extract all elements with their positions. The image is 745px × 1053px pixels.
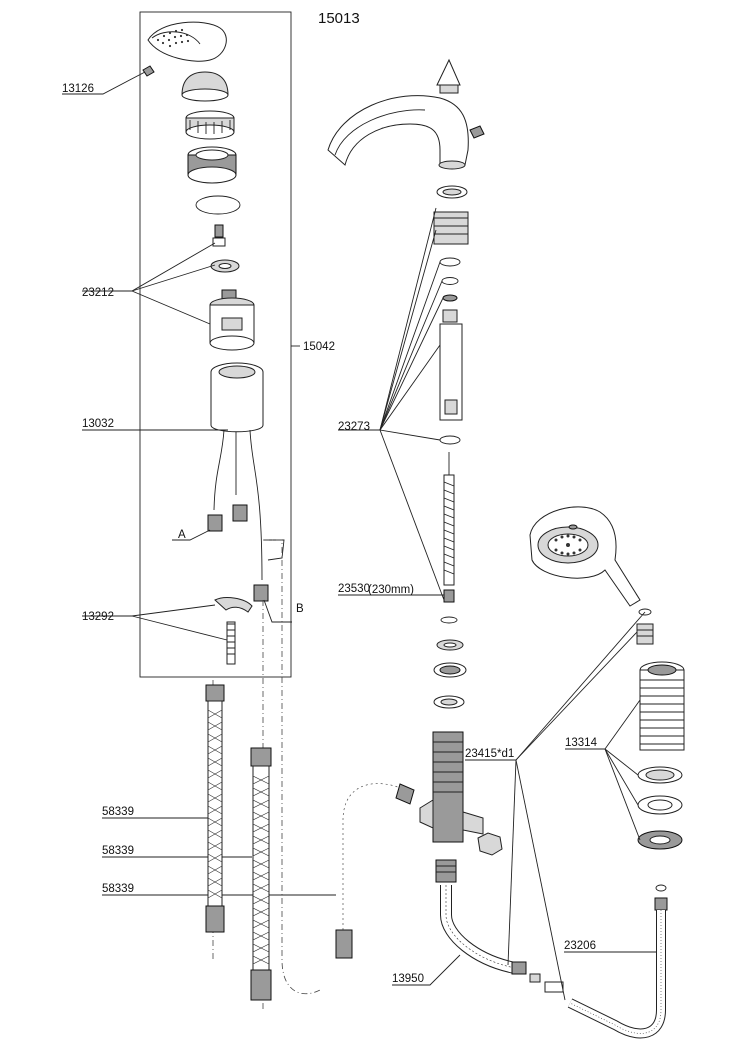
cartridge-washer <box>210 259 240 273</box>
callout-23206: 23206 <box>564 940 596 952</box>
lever-handle <box>147 21 227 62</box>
spout-nut <box>433 211 469 245</box>
callout-a: A <box>178 529 186 541</box>
braided-hose-2 <box>250 747 272 1001</box>
callout-58339-c: 58339 <box>102 883 134 895</box>
mounting-horseshoe <box>214 597 253 613</box>
shower-hose-nut <box>636 623 654 645</box>
callout-23415: 23415*d1 <box>465 748 514 760</box>
diverter-seals <box>433 616 467 709</box>
tube-o-ring <box>439 435 461 445</box>
hand-shower-head <box>529 506 641 607</box>
box-part-number: 15042 <box>303 341 335 353</box>
braided-hose-3 <box>335 776 415 959</box>
hose-guide-sleeve <box>639 661 685 751</box>
valve-body-sleeve <box>210 362 264 433</box>
callout-23212: 23212 <box>82 287 114 299</box>
o-ring <box>195 195 241 215</box>
spout-washer <box>436 185 468 199</box>
sleeve-washers <box>637 766 683 850</box>
callout-13950: 13950 <box>392 973 424 985</box>
lift-rod <box>443 452 455 603</box>
cartridge-kit-box <box>139 11 292 678</box>
callout-58339-b: 58339 <box>102 845 134 857</box>
handspray-supply-hose <box>440 885 527 975</box>
callout-13292: 13292 <box>82 611 114 623</box>
hose-connector <box>529 973 564 993</box>
shower-washer <box>638 608 652 616</box>
callout-b: B <box>296 603 304 615</box>
spout <box>327 95 469 170</box>
callout-23530: 23530 <box>338 583 370 595</box>
callout-230mm: (230mm) <box>368 584 414 596</box>
diverter-body <box>419 731 484 843</box>
diagram-title: 15013 <box>318 10 360 27</box>
callout-13314: 13314 <box>565 737 598 749</box>
stem-adapter <box>212 224 226 247</box>
pull-out-hose <box>567 897 668 1039</box>
threaded-bonnet <box>187 146 237 184</box>
diverter-cap-nut <box>477 832 503 856</box>
retaining-nut <box>185 110 235 140</box>
callout-23273: 23273 <box>338 421 370 433</box>
diverter-outlet-fitting <box>435 859 457 883</box>
ceramic-cartridge <box>209 289 255 351</box>
diverter-tube <box>439 309 463 421</box>
set-screw <box>142 65 155 77</box>
callout-58339-a: 58339 <box>102 806 134 818</box>
braided-hose-1 <box>205 684 225 933</box>
spout-set-screw <box>469 125 485 139</box>
callout-13126: 13126 <box>62 83 94 95</box>
callout-13032: 13032 <box>82 418 114 430</box>
cap-dome <box>181 71 229 102</box>
valve-supply-tubes <box>207 429 269 602</box>
spout-cap-knob <box>436 58 461 94</box>
mounting-stud <box>226 621 236 665</box>
shower-nipple <box>655 884 667 892</box>
spout-o-rings <box>439 257 461 302</box>
bracket-outline <box>264 539 285 561</box>
